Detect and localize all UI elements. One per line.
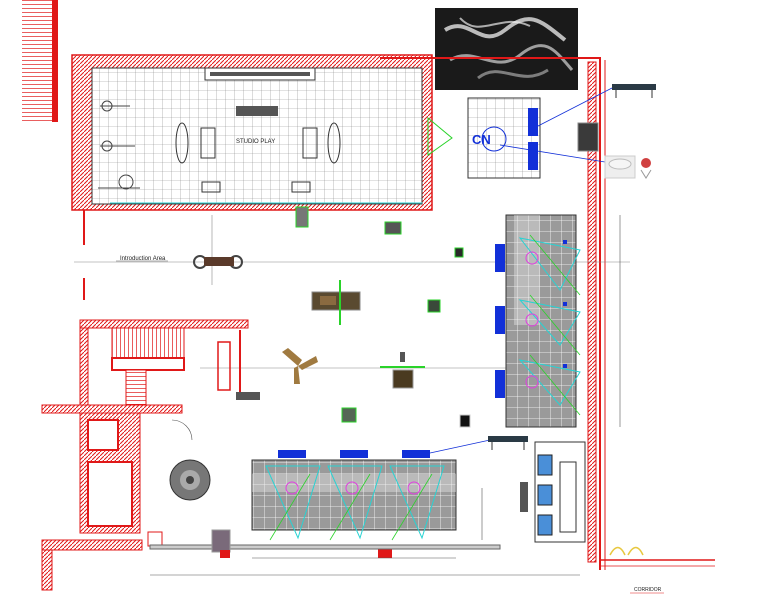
door-icon — [459, 414, 471, 428]
cabinet-icon — [211, 529, 231, 553]
stair-top-left — [22, 0, 58, 122]
exhibit-bottom — [251, 439, 491, 559]
display-icon — [427, 299, 441, 313]
stair-core — [41, 319, 249, 591]
fire-box-icon — [378, 548, 392, 558]
studio-play-room: STUDIO PLAY — [71, 54, 433, 211]
gym-equipment-icon — [98, 100, 140, 190]
motorcycle-icon — [193, 255, 243, 269]
svg-text:CN: CN — [472, 132, 491, 147]
speaker-icon — [295, 206, 309, 228]
column-marker — [217, 341, 231, 391]
cn-room: CN — [467, 87, 613, 179]
smoke-photo — [435, 8, 578, 90]
bench-icon — [488, 436, 528, 450]
fan-icon — [282, 348, 318, 384]
bench-icon — [612, 84, 656, 98]
intro-area-label: Introduction Area — [120, 256, 166, 262]
speaker-icon — [577, 122, 599, 152]
display-icon — [341, 407, 357, 423]
corridor: CORRIDOR — [600, 546, 715, 594]
display-icon — [384, 221, 402, 235]
exhibit-right — [495, 214, 621, 428]
display-cabinets — [520, 441, 586, 543]
studio-play-label: STUDIO PLAY — [236, 139, 275, 145]
right-wall — [380, 57, 606, 570]
sofa-icon — [311, 280, 361, 325]
wheel-icon — [169, 459, 211, 501]
table-chair-icon — [604, 155, 652, 179]
bench-icon — [236, 392, 260, 400]
display-icon — [454, 247, 464, 258]
bottom-wall — [149, 529, 580, 576]
corridor-label: CORRIDOR — [634, 587, 662, 593]
table-icon — [380, 352, 425, 389]
triangle-marker — [427, 116, 453, 156]
